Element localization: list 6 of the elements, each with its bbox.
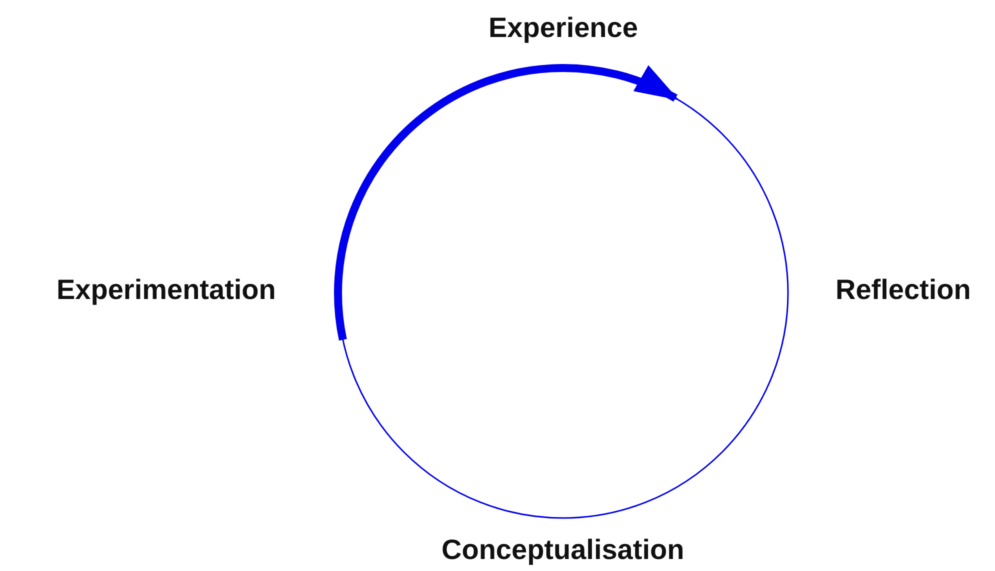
cycle-arrow — [334, 64, 680, 340]
stage-label: Experimentation — [56, 273, 276, 307]
stage-label: Conceptualisation — [442, 533, 684, 567]
stage-label: Reflection — [836, 273, 971, 307]
cycle-line — [562, 292, 789, 519]
stage-label: Experience — [488, 11, 638, 45]
